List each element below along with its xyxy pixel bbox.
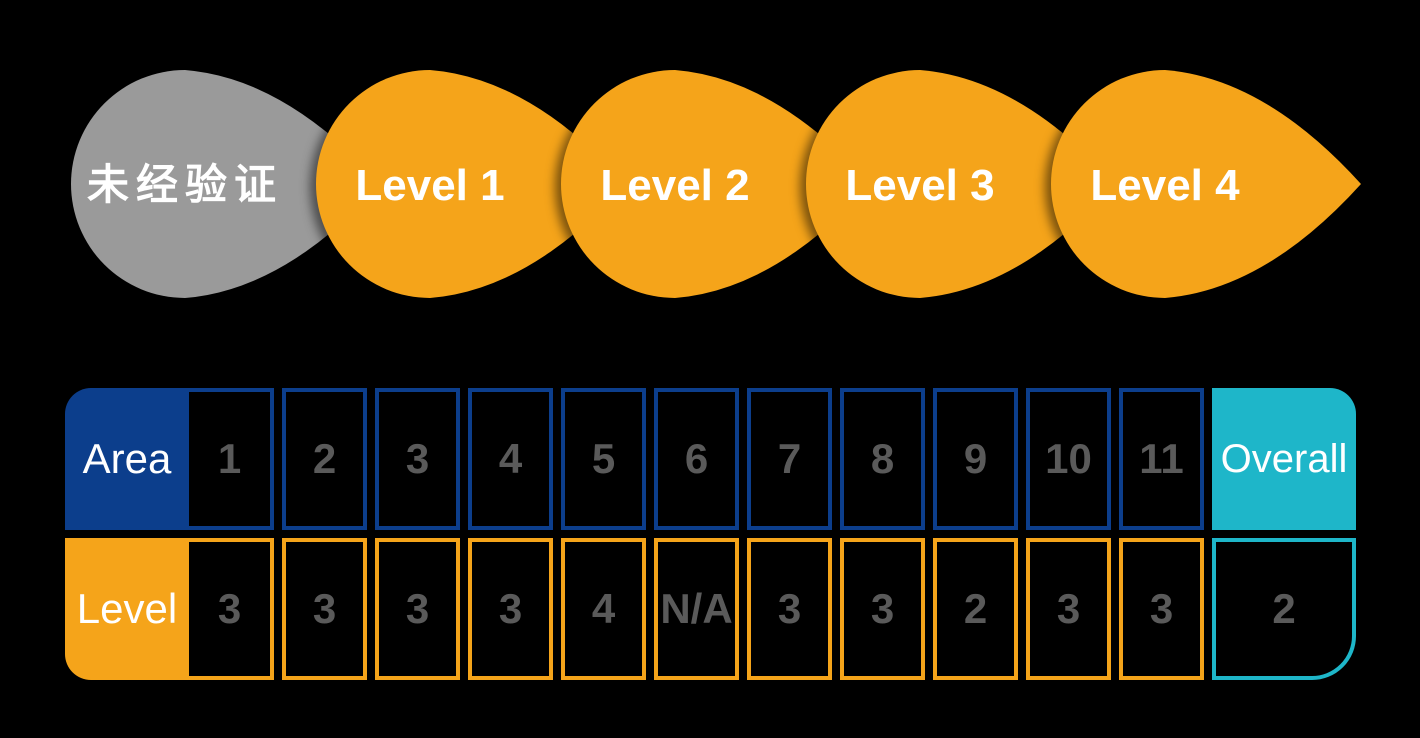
area-cell-10: 10 [1026,388,1111,530]
area-cell-1: 1 [189,388,274,530]
overall-header: Overall [1212,388,1356,530]
area-cell-5: 5 [561,388,646,530]
level-row: Level 3 3 3 3 4 N/A 3 3 2 3 3 2 [65,538,1356,680]
level-cell-2: 3 [282,538,367,680]
area-cell-2: 2 [282,388,367,530]
area-cell-3: 3 [375,388,460,530]
assessment-table: Area 1 2 3 4 5 6 7 8 9 10 11 Overall Lev… [65,388,1356,680]
level-cell-6: N/A [654,538,739,680]
maturity-pipeline: 未经验证 Level 1 Level 2 Level 3 Level 4 [71,70,1361,298]
level-cell-5: 4 [561,538,646,680]
stage-level-1: Level 1 [316,70,626,298]
area-row-header: Area [65,388,189,530]
area-cell-6: 6 [654,388,739,530]
stage-label: Level 2 [600,161,749,210]
stage-label: 未经验证 [87,160,283,209]
area-cell-9: 9 [933,388,1018,530]
stage-level-2: Level 2 [561,70,871,298]
overall-level-cell: 2 [1212,538,1356,680]
stage-label: Level 1 [355,161,504,210]
stage-level-3: Level 3 [806,70,1116,298]
teardrop-shape [561,70,871,298]
level-cell-10: 3 [1026,538,1111,680]
stage-level-4: Level 4 [1051,70,1361,298]
stage-label: Level 4 [1090,161,1240,210]
level-cell-11: 3 [1119,538,1204,680]
teardrop-shape [1051,70,1361,298]
teardrop-shape [806,70,1116,298]
teardrop-shape [316,70,626,298]
area-cell-7: 7 [747,388,832,530]
area-row: Area 1 2 3 4 5 6 7 8 9 10 11 Overall [65,388,1356,530]
level-cell-7: 3 [747,538,832,680]
stage-unverified: 未经验证 [71,70,381,298]
level-cell-4: 3 [468,538,553,680]
teardrop-shape [71,70,381,298]
area-cell-4: 4 [468,388,553,530]
level-cell-3: 3 [375,538,460,680]
level-cell-9: 2 [933,538,1018,680]
area-cell-8: 8 [840,388,925,530]
level-cell-8: 3 [840,538,925,680]
level-cell-1: 3 [189,538,274,680]
area-cell-11: 11 [1119,388,1204,530]
stage-label: Level 3 [845,161,994,210]
level-row-header: Level [65,538,189,680]
